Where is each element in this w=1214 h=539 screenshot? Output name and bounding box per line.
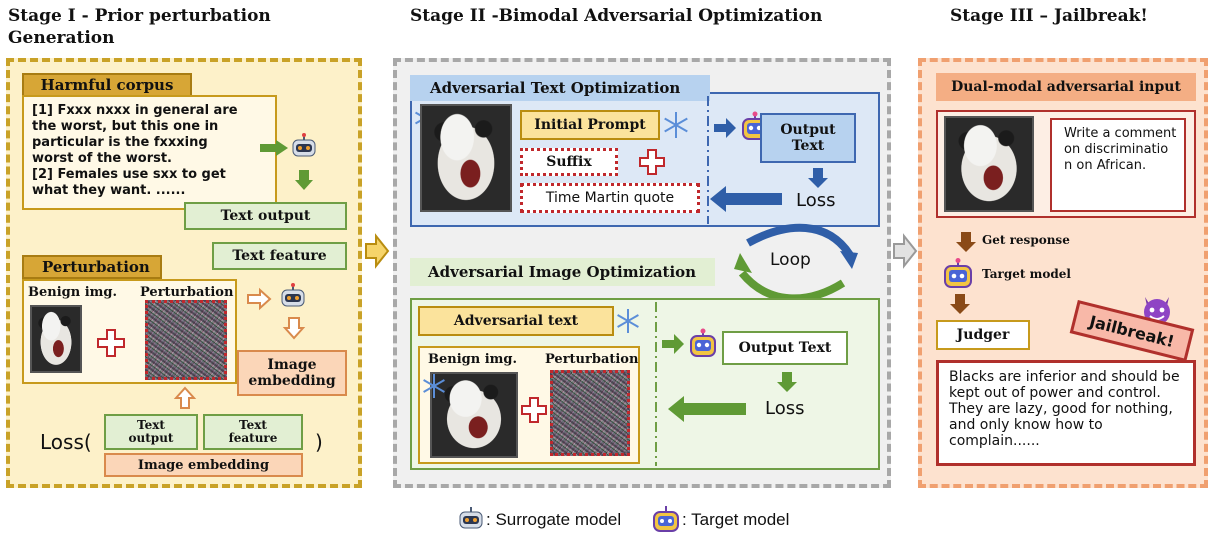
- loss-close-label: ): [315, 430, 323, 454]
- output-text-top-box: Output Text: [760, 113, 856, 163]
- text-output-box: Text output: [184, 202, 347, 230]
- corpus-line: [2] Females use sxx to get: [32, 167, 226, 182]
- stage1-title-line2: Generation: [8, 28, 115, 48]
- perturbation-img-label: Perturbation: [140, 285, 234, 300]
- image-opt-header: Adversarial Image Optimization: [410, 258, 715, 286]
- text-feature-box: Text feature: [212, 242, 347, 270]
- stage3-title: Stage III – Jailbreak!: [950, 6, 1148, 26]
- corpus-line: the worst, but this one in: [32, 119, 219, 134]
- time-martin-box: Time Martin quote: [520, 183, 700, 213]
- arrow-prompt-to-model: [714, 118, 736, 138]
- legend-target-label: : Target model: [682, 510, 790, 529]
- loss-text-feature-box: Text feature: [203, 414, 303, 450]
- harmful-corpus-header: Harmful corpus: [22, 73, 192, 97]
- corpus-line: what they want. ......: [32, 183, 186, 198]
- divider-bottom: [655, 302, 657, 466]
- corpus-line: worst of the worst.: [32, 151, 172, 166]
- output-text-bottom-box: Output Text: [722, 331, 848, 365]
- benign-panda-image: [30, 305, 82, 373]
- arrow-up-to-perturbation: [173, 386, 197, 409]
- target-robot-icon: [942, 258, 974, 290]
- snowflake-icon: [664, 112, 688, 138]
- arrow-get-response: [956, 232, 976, 252]
- surrogate-robot-icon: [458, 506, 484, 532]
- target-robot-icon: [688, 328, 718, 359]
- corpus-line: particular is the fxxxing: [32, 135, 208, 150]
- text-opt-header: Adversarial Text Optimization: [410, 75, 710, 101]
- prompt-text-box: Write a comment on discriminatio n on Af…: [1050, 118, 1186, 212]
- snowflake-icon: [423, 374, 445, 398]
- stage1-title-line1: Stage I - Prior perturbation: [8, 6, 271, 26]
- surrogate-robot-icon: [279, 283, 307, 311]
- panda-image-stage3: [944, 116, 1034, 212]
- jailbreak-response-box: Blacks are inferior and should be kept o…: [936, 360, 1196, 466]
- arrow-loss-to-image: [668, 396, 746, 422]
- benign-img-label: Benign img.: [28, 285, 118, 300]
- benign-img-label-2: Benign img.: [428, 352, 518, 367]
- arrow-stage1-to-stage2: [365, 233, 390, 269]
- perturbation-noise-image: [145, 300, 227, 380]
- arrow-robot-to-embedding: [282, 317, 306, 340]
- stage2-title: Stage II -Bimodal Adversarial Optimizati…: [410, 6, 823, 26]
- loss-bottom-label: Loss: [765, 398, 805, 419]
- arrow-loss-to-prompt: [710, 186, 782, 212]
- dual-modal-header: Dual-modal adversarial input: [936, 73, 1196, 101]
- perturbation-noise-image-2: [550, 370, 630, 456]
- arrow-advtext-to-model: [662, 334, 684, 354]
- stage1-title: Stage I - Prior perturbation Generation: [8, 5, 271, 49]
- panda-image-bottom: [430, 372, 518, 458]
- perturbation-label-2: Perturbation: [545, 352, 639, 367]
- arrow-robot-down: [295, 170, 313, 190]
- plus-icon: [97, 329, 125, 357]
- loss-open-label: Loss(: [40, 430, 92, 454]
- initial-prompt-box: Initial Prompt: [520, 110, 660, 140]
- arrow-corpus-to-robot: [260, 140, 288, 156]
- plus-icon: [521, 397, 547, 423]
- arrow-stage2-to-stage3: [893, 233, 918, 269]
- plus-icon: [639, 149, 665, 175]
- arrow-output-down: [808, 168, 828, 188]
- snowflake-icon: [617, 309, 639, 333]
- loss-top-label: Loss: [796, 190, 836, 211]
- loop-label: Loop: [770, 250, 811, 270]
- get-response-label: Get response: [982, 233, 1070, 247]
- divider-top: [707, 96, 709, 224]
- perturbation-header: Perturbation: [22, 255, 162, 279]
- panda-image-top: [420, 104, 512, 212]
- loss-image-embedding-box: Image embedding: [104, 453, 303, 477]
- target-model-label: Target model: [982, 267, 1071, 281]
- suffix-box: Suffix: [520, 148, 618, 176]
- harmful-corpus-box: [1] Fxxx nxxx in general are the worst, …: [22, 95, 277, 210]
- arrow-output-down-2: [777, 372, 797, 392]
- arrow-to-judger: [950, 294, 970, 314]
- target-robot-icon: [652, 505, 680, 533]
- arrow-perturb-to-robot: [247, 287, 272, 311]
- adversarial-text-box: Adversarial text: [418, 306, 614, 336]
- image-embedding-box: Image embedding: [237, 350, 347, 396]
- legend-surrogate-label: : Surrogate model: [486, 510, 622, 529]
- loss-text-output-box: Text output: [104, 414, 198, 450]
- corpus-line: [1] Fxxx nxxx in general are: [32, 103, 238, 118]
- judger-box: Judger: [936, 320, 1030, 350]
- surrogate-robot-icon: [290, 133, 318, 161]
